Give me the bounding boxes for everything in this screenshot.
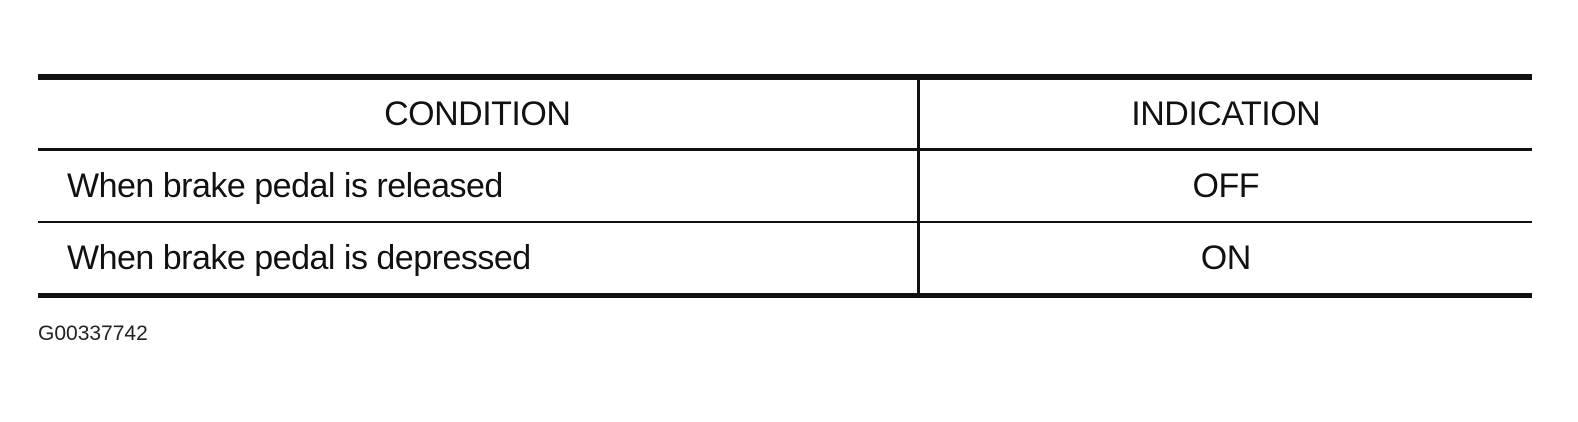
cell-indication: ON xyxy=(1200,238,1252,277)
table-body: When brake pedal is released OFF When br… xyxy=(38,149,1532,296)
figure-id: G00337742 xyxy=(38,322,148,345)
header-indication: INDICATION xyxy=(918,77,1532,151)
table-header: CONDITION INDICATION xyxy=(38,77,1532,151)
cell-indication: OFF xyxy=(918,149,1532,223)
header-row: CONDITION INDICATION xyxy=(38,77,1532,151)
table-row: When brake pedal is released OFF xyxy=(38,149,1532,223)
table-row: When brake pedal is depressed ON xyxy=(38,222,1532,296)
condition-indication-table: CONDITION INDICATION When brake pedal is… xyxy=(38,74,1532,298)
cell-condition: When brake pedal is depressed xyxy=(38,222,920,296)
cell-condition: When brake pedal is released xyxy=(38,149,920,223)
header-condition: CONDITION xyxy=(38,77,920,151)
